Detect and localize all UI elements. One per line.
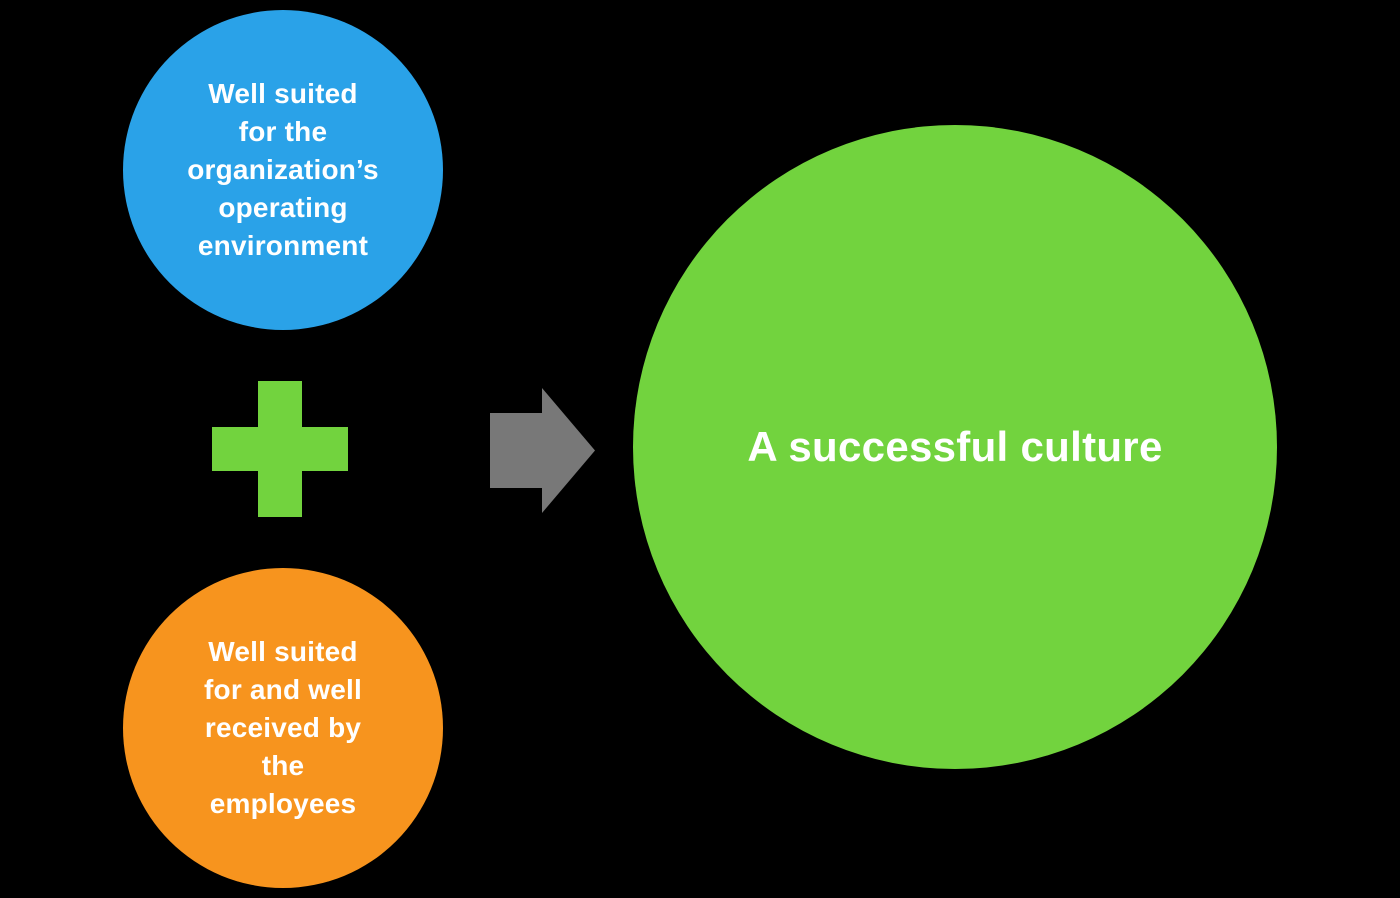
environment-circle-text: Well suited for the organization’s opera… xyxy=(187,75,379,265)
text-line: Well suited xyxy=(208,78,358,109)
text-line: received by xyxy=(204,712,362,743)
right-arrow-icon xyxy=(490,388,595,513)
plus-vertical-bar xyxy=(258,381,302,517)
environment-circle: Well suited for the organization’s opera… xyxy=(123,10,443,330)
text-line: Well suited xyxy=(208,636,358,667)
text-line: for and well xyxy=(204,674,362,705)
successful-culture-circle: A successful culture xyxy=(633,125,1277,769)
text-line: organization’s xyxy=(187,154,379,185)
employees-circle-text: Well suited for and well received by the… xyxy=(204,633,362,823)
text-line: environment xyxy=(197,230,369,261)
text-line: the xyxy=(261,750,305,781)
plus-icon xyxy=(212,381,348,517)
text-line: for the xyxy=(238,116,328,147)
text-line: employees xyxy=(209,788,357,819)
text-line: operating xyxy=(218,192,348,223)
successful-culture-label: A successful culture xyxy=(747,423,1163,470)
employees-circle: Well suited for and well received by the… xyxy=(123,568,443,888)
right-arrow-shape xyxy=(490,388,595,513)
